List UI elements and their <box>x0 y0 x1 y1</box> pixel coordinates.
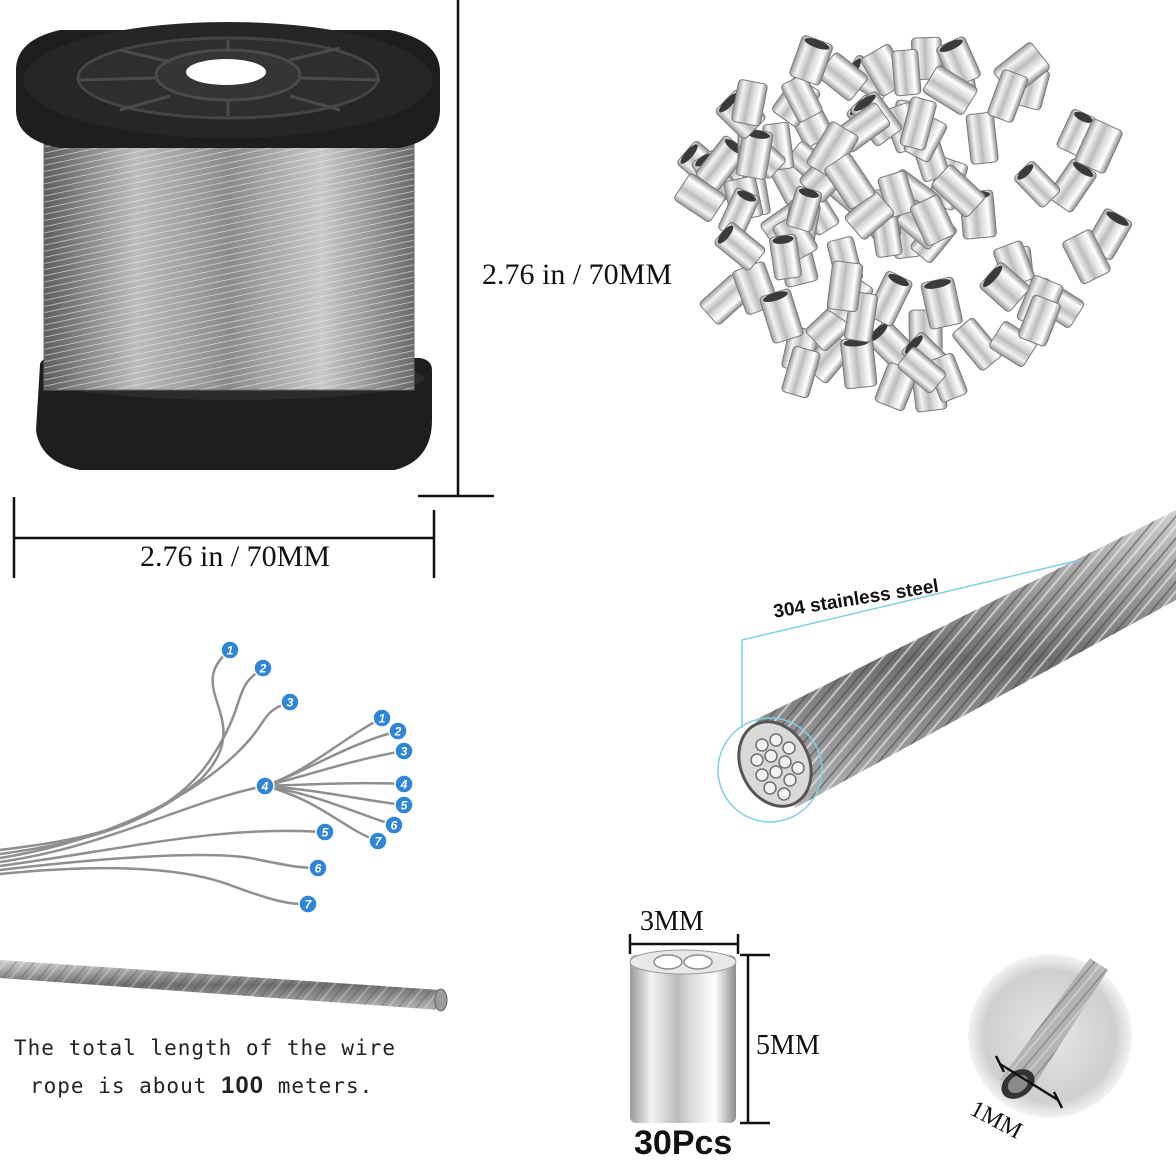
sleeve <box>781 345 821 399</box>
left-strand-badge-number-1: 1 <box>227 644 234 658</box>
right-strand-badge-number-4: 4 <box>400 778 408 792</box>
sleeve <box>789 35 833 86</box>
sleeve <box>952 318 1003 371</box>
single-sleeve <box>629 949 737 1123</box>
sleeve <box>899 96 937 151</box>
right-strand-badge-5 <box>394 795 414 815</box>
left-strand-badge-5 <box>315 822 335 842</box>
right-strand-badge-number-5: 5 <box>401 799 408 813</box>
spool-height-label: 2.76 in / 70MM <box>482 258 673 291</box>
spool-dimension-lines <box>12 0 494 578</box>
sleeve <box>769 233 802 281</box>
aluminum-sleeves-pile <box>674 35 1133 413</box>
sleeve <box>1018 294 1061 347</box>
sleeve-height-label: 5MM <box>756 1030 820 1061</box>
right-strand-badge-2 <box>388 721 408 741</box>
sleeve <box>759 288 804 344</box>
right-strand-badge-1 <box>372 708 392 728</box>
sleeve <box>781 74 823 123</box>
sleeve <box>897 347 946 394</box>
straight-wire-rope <box>0 960 448 1012</box>
left-strand-badge-number-6: 6 <box>315 862 322 876</box>
left-strand-badge-7 <box>298 894 318 914</box>
right-strand-badge-number-6: 6 <box>391 819 398 833</box>
sleeve <box>840 336 878 390</box>
sleeve <box>731 79 768 127</box>
sleeve <box>714 222 766 271</box>
sleeve <box>965 111 999 165</box>
strand-diagram <box>0 649 405 906</box>
sleeve-width-label: 3MM <box>640 906 704 937</box>
wire-spool <box>16 22 440 470</box>
sleeve <box>866 271 913 327</box>
sleeve <box>674 173 726 222</box>
caption-length-value: 100 <box>221 1072 265 1099</box>
sleeve <box>891 48 922 97</box>
right-strand-badge-number-7: 7 <box>375 835 383 849</box>
right-strand-badge-4 <box>394 774 414 794</box>
left-strand-badge-2 <box>253 658 273 678</box>
sleeve <box>824 153 876 210</box>
caption-prefix: rope is about <box>30 1074 208 1098</box>
left-strand-badge-number-2: 2 <box>259 662 267 676</box>
left-strand-badge-number-7: 7 <box>305 898 313 912</box>
left-strand-badge-6 <box>308 858 328 878</box>
sleeve <box>979 262 1030 312</box>
left-strand-badge-3 <box>280 692 300 712</box>
right-strand-badge-3 <box>394 741 414 761</box>
sleeve <box>826 260 864 313</box>
sleeve <box>931 164 986 218</box>
sleeve <box>987 69 1029 123</box>
sleeve <box>909 194 956 247</box>
caption-suffix: meters. <box>277 1074 374 1098</box>
rope-length-caption-line2: rope is about 100 meters. <box>30 1072 373 1100</box>
left-strand-badge-number-4: 4 <box>261 780 269 794</box>
right-strand-badge-number-2: 2 <box>394 725 402 739</box>
cable-closeup <box>968 954 1132 1118</box>
left-strand-badge-1 <box>220 640 240 660</box>
spool-width-label: 2.76 in / 70MM <box>140 540 331 573</box>
right-strand-badge-6 <box>384 815 404 835</box>
right-strand-badge-number-1: 1 <box>379 712 386 726</box>
sleeve <box>1062 229 1111 285</box>
sleeve-count-label: 30Pcs <box>634 1124 733 1162</box>
stainless-cable <box>717 510 1176 823</box>
sleeve <box>1047 158 1097 213</box>
rope-length-caption-line1: The total length of the wire <box>14 1036 397 1060</box>
right-strand-badge-number-3: 3 <box>401 745 408 759</box>
sleeve <box>1074 118 1123 174</box>
sleeve <box>1014 160 1061 208</box>
sleeve <box>920 276 963 330</box>
left-strand-badge-4 <box>255 776 275 796</box>
left-strand-badge-number-3: 3 <box>287 696 294 710</box>
sleeve <box>786 185 823 233</box>
sleeve <box>922 65 978 115</box>
sleeve-dimension-lines <box>628 934 770 1125</box>
left-strand-badge-number-5: 5 <box>322 826 329 840</box>
right-strand-badge-7 <box>368 831 388 851</box>
